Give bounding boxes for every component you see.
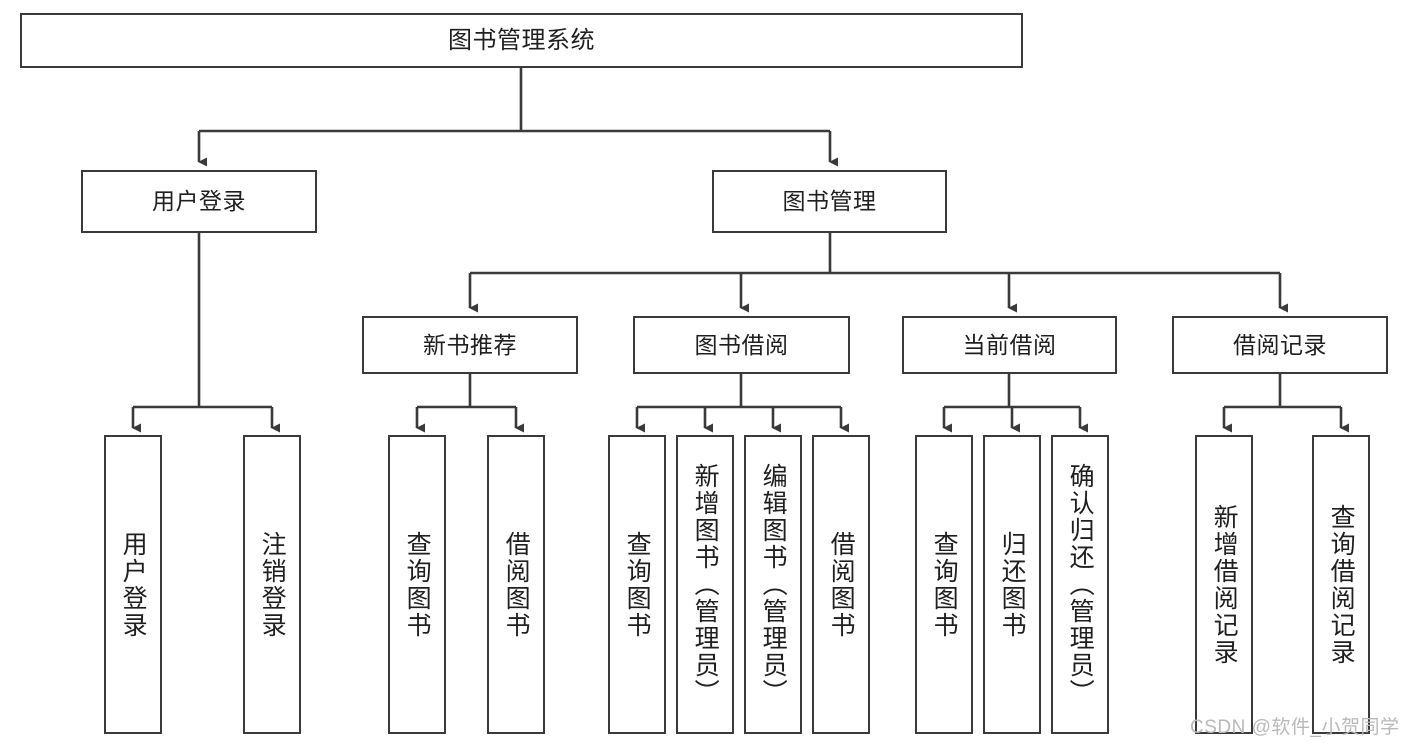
node-leaf-borrow-book-2[interactable]: 借阅图书 (812, 435, 870, 734)
node-leaf-add-borrow-record[interactable]: 新增借阅记录 (1195, 435, 1253, 734)
node-leaf-query-borrow-record[interactable]: 查询借阅记录 (1312, 435, 1370, 734)
node-leaf-query-book-3-label: 查询图书 (930, 530, 959, 639)
node-leaf-user-login-label: 用户登录 (119, 530, 148, 639)
node-leaf-query-borrow-record-label: 查询借阅记录 (1327, 503, 1356, 666)
node-leaf-return-book-label: 归还图书 (998, 530, 1027, 639)
node-leaf-query-book-3[interactable]: 查询图书 (915, 435, 973, 734)
node-root[interactable]: 图书管理系统 (20, 13, 1023, 68)
node-leaf-query-book-2[interactable]: 查询图书 (608, 435, 666, 734)
node-book-manage[interactable]: 图书管理 (712, 170, 947, 233)
node-leaf-user-login[interactable]: 用户登录 (104, 435, 162, 734)
node-current-borrow-label: 当前借阅 (962, 331, 1057, 358)
node-user-login-label: 用户登录 (152, 188, 246, 215)
node-root-label: 图书管理系统 (448, 26, 595, 54)
node-leaf-borrow-book-1-label: 借阅图书 (502, 530, 531, 639)
node-leaf-logout-label: 注销登录 (258, 530, 287, 639)
node-leaf-logout[interactable]: 注销登录 (243, 435, 301, 734)
node-leaf-add-book-admin[interactable]: 新增图书（管理员） (676, 435, 734, 734)
node-leaf-query-book-1-label: 查询图书 (403, 530, 432, 639)
node-leaf-query-book-1[interactable]: 查询图书 (388, 435, 446, 734)
node-leaf-confirm-return-admin[interactable]: 确认归还（管理员） (1051, 435, 1109, 734)
node-leaf-confirm-return-admin-label: 确认归还（管理员） (1066, 463, 1095, 706)
node-leaf-add-borrow-record-label: 新增借阅记录 (1210, 503, 1239, 666)
node-user-login[interactable]: 用户登录 (81, 170, 317, 233)
node-borrow-record-label: 借阅记录 (1233, 331, 1327, 358)
node-leaf-query-book-2-label: 查询图书 (623, 530, 652, 639)
node-book-borrow[interactable]: 图书借阅 (633, 316, 850, 374)
node-book-borrow-label: 图书借阅 (694, 331, 789, 358)
node-new-book-recommend[interactable]: 新书推荐 (362, 316, 578, 374)
node-leaf-edit-book-admin[interactable]: 编辑图书（管理员） (744, 435, 802, 734)
node-current-borrow[interactable]: 当前借阅 (902, 316, 1117, 374)
node-new-book-recommend-label: 新书推荐 (423, 331, 517, 358)
node-book-manage-label: 图书管理 (782, 188, 877, 215)
node-leaf-borrow-book-1[interactable]: 借阅图书 (487, 435, 545, 734)
node-leaf-add-book-admin-label: 新增图书（管理员） (691, 463, 720, 706)
node-borrow-record[interactable]: 借阅记录 (1172, 316, 1388, 374)
node-leaf-borrow-book-2-label: 借阅图书 (827, 530, 856, 639)
node-leaf-edit-book-admin-label: 编辑图书（管理员） (759, 463, 788, 706)
node-leaf-return-book[interactable]: 归还图书 (983, 435, 1041, 734)
watermark: CSDN @软件_小贺同学 (1190, 717, 1400, 738)
